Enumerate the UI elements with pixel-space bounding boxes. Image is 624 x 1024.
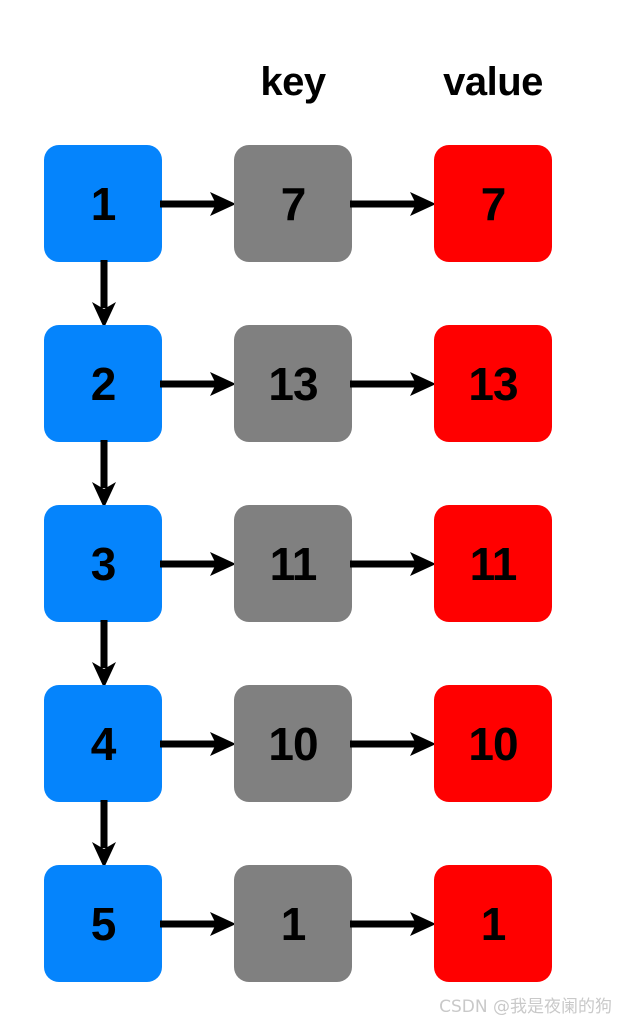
- arrow-down-icon: [88, 800, 120, 868]
- column-header-key: key: [260, 60, 326, 104]
- value-node-4: 10: [434, 685, 552, 802]
- key-node-5: 1: [234, 865, 352, 982]
- arrow-right-icon: [160, 188, 236, 220]
- arrow-right-icon: [350, 728, 436, 760]
- key-node-2: 13: [234, 325, 352, 442]
- arrow-down-icon: [88, 440, 120, 508]
- arrow-right-icon: [160, 368, 236, 400]
- value-node-3: 11: [434, 505, 552, 622]
- arrow-right-icon: [350, 548, 436, 580]
- arrow-right-icon: [350, 188, 436, 220]
- arrow-right-icon: [160, 908, 236, 940]
- value-node-2: 13: [434, 325, 552, 442]
- arrow-down-icon: [88, 620, 120, 688]
- column-header-value: value: [443, 60, 543, 104]
- key-node-1: 7: [234, 145, 352, 262]
- index-node-5: 5: [44, 865, 162, 982]
- key-node-4: 10: [234, 685, 352, 802]
- arrow-right-icon: [350, 368, 436, 400]
- index-node-3: 3: [44, 505, 162, 622]
- key-node-3: 11: [234, 505, 352, 622]
- arrow-down-icon: [88, 260, 120, 328]
- arrow-right-icon: [160, 728, 236, 760]
- value-node-1: 7: [434, 145, 552, 262]
- arrow-right-icon: [350, 908, 436, 940]
- watermark-text: CSDN @我是夜阑的狗: [439, 997, 612, 1017]
- value-node-5: 1: [434, 865, 552, 982]
- index-node-1: 1: [44, 145, 162, 262]
- index-node-2: 2: [44, 325, 162, 442]
- index-node-4: 4: [44, 685, 162, 802]
- arrow-right-icon: [160, 548, 236, 580]
